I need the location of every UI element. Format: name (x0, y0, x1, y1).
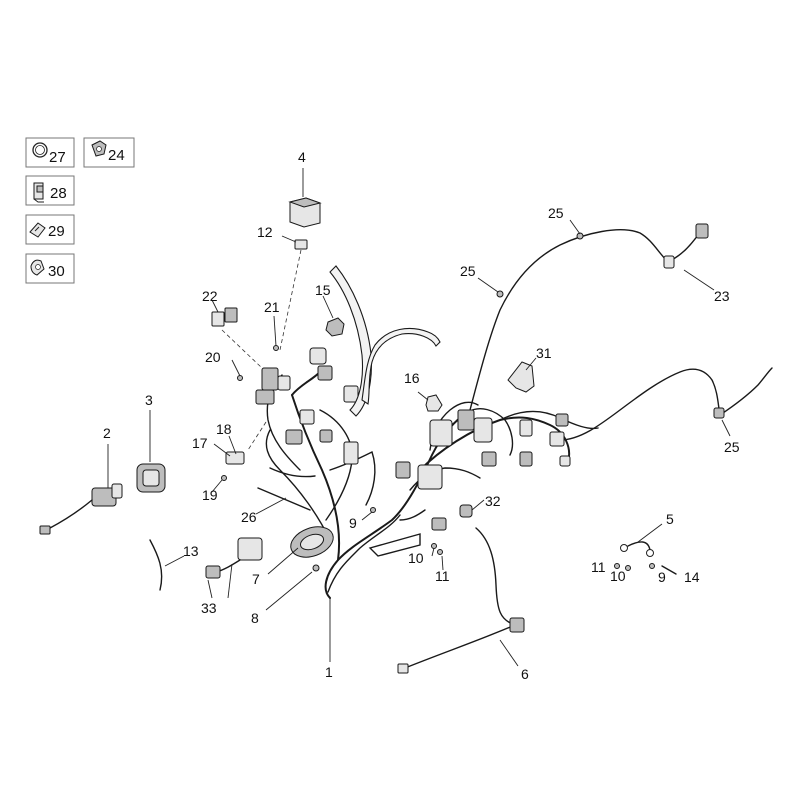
callout-10-right: 10 (610, 568, 626, 584)
callout-6: 6 (521, 666, 529, 682)
ring-clip-icon (32, 142, 48, 158)
leader-lines (107, 168, 731, 667)
legend-label-29: 29 (48, 223, 65, 240)
battery-cable-part (397, 527, 525, 674)
legend-label-27: 27 (49, 149, 66, 166)
callout-17: 17 (192, 435, 208, 451)
callout-8: 8 (251, 610, 259, 626)
bracket-part (507, 361, 535, 393)
cap-part (425, 394, 443, 412)
callout-33: 33 (201, 600, 217, 616)
fuse-holder-part (225, 451, 245, 465)
callout-4: 4 (298, 149, 306, 165)
callout-25-top: 25 (548, 205, 564, 221)
callout-16: 16 (404, 370, 420, 386)
callout-18: 18 (216, 421, 232, 437)
callout-21: 21 (264, 299, 280, 315)
callout-26: 26 (241, 509, 257, 525)
legend-label-24: 24 (108, 147, 125, 164)
callout-11-right: 11 (591, 559, 606, 575)
ground-cable-part (620, 541, 654, 557)
legend: 27 24 28 29 (25, 137, 135, 284)
clip-icon (91, 140, 107, 157)
harness-connectors (255, 223, 725, 531)
bracket-clip-icon (33, 182, 44, 203)
callout-25-mid: 25 (460, 263, 476, 279)
regulator-part (205, 537, 263, 579)
callout-5: 5 (666, 511, 674, 527)
rubber-boot-part (136, 463, 166, 493)
callout-7: 7 (252, 571, 260, 587)
callout-31: 31 (536, 345, 552, 361)
horn-part (290, 526, 334, 558)
grommet-2-part (459, 504, 473, 518)
relay-pair-part (211, 307, 238, 327)
callout-14: 14 (684, 569, 700, 585)
callout-19: 19 (202, 487, 218, 503)
legend-item-30: 30 (25, 253, 75, 284)
sensor-part (39, 483, 123, 535)
callout-22: 22 (202, 288, 218, 304)
callout-labels: 1 2 3 4 5 6 7 8 9 9 9 10 10 11 11 12 13 … (103, 149, 740, 682)
cable-tie-icon (29, 222, 46, 238)
wire-clip-part (149, 539, 163, 591)
callout-15: 15 (315, 282, 331, 298)
legend-label-30: 30 (48, 263, 65, 280)
callout-9: 9 (349, 515, 357, 531)
legend-item-27: 27 (25, 137, 75, 168)
hoses (329, 265, 441, 417)
callout-12: 12 (257, 224, 273, 240)
callout-13: 13 (183, 543, 199, 559)
callout-3: 3 (145, 392, 153, 408)
callout-9-right: 9 (658, 569, 666, 585)
dashed-leader (279, 249, 302, 351)
sleeve-part (294, 239, 308, 250)
grommet-part (325, 317, 345, 337)
small-hardware (221, 232, 677, 575)
callout-2: 2 (103, 425, 111, 441)
legend-item-29: 29 (25, 214, 75, 245)
legend-item-24: 24 (83, 137, 135, 168)
callout-23: 23 (714, 288, 730, 304)
callout-1: 1 (325, 664, 333, 680)
callout-10: 10 (408, 550, 424, 566)
legend-label-28: 28 (50, 185, 67, 202)
relay-part (288, 197, 322, 228)
legend-item-28: 28 (25, 175, 75, 206)
callout-11: 11 (435, 568, 450, 584)
callout-32: 32 (485, 493, 501, 509)
callout-20: 20 (205, 349, 221, 365)
callout-25-right: 25 (724, 439, 740, 455)
holder-clip-icon (30, 259, 45, 276)
